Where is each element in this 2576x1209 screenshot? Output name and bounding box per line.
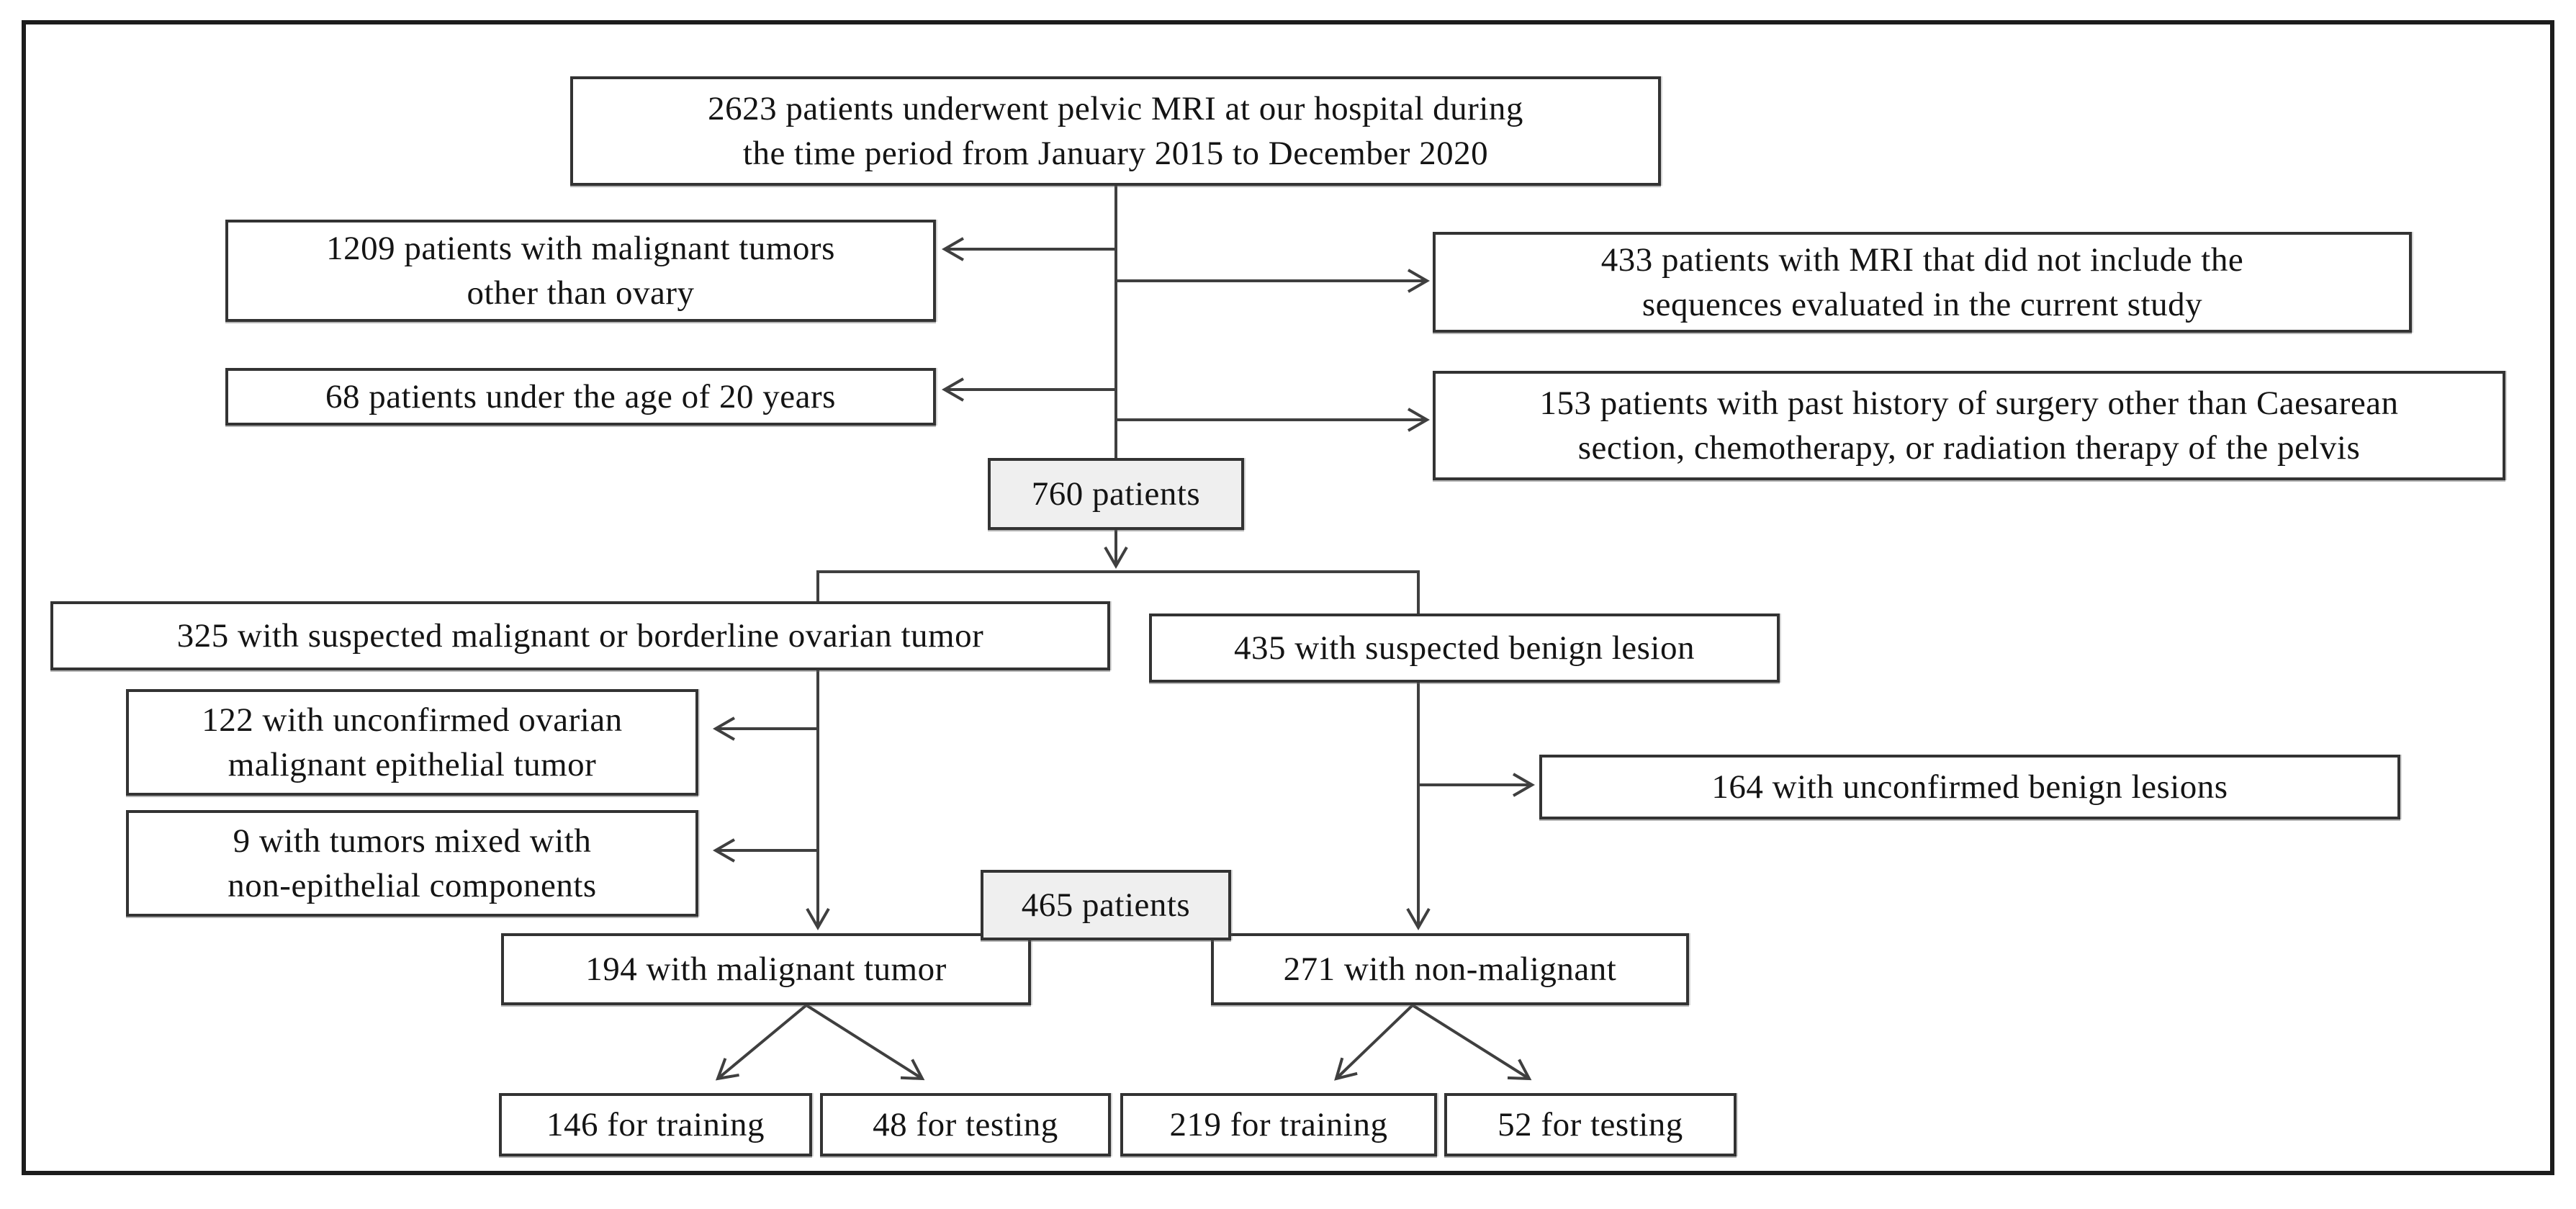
- node-excluded-age: 68 patients under the age of 20 years: [225, 368, 936, 426]
- node-malignant-tumor: 194 with malignant tumor: [501, 933, 1031, 1005]
- node-suspected-malignant: 325 with suspected malignant or borderli…: [50, 601, 1110, 670]
- v-nonmalignant-testing: [1411, 1004, 1532, 1081]
- node-malignant-testing: 48 for testing: [820, 1093, 1111, 1156]
- node-non-malignant: 271 with non-malignant: [1211, 933, 1689, 1005]
- node-465-patients: 465 patients: [981, 870, 1231, 940]
- node-excluded-mixed-nonepithelial: 9 with tumors mixed with non-epithelial …: [126, 810, 698, 917]
- node-excluded-unconfirmed-epithelial: 122 with unconfirmed ovarian malignant e…: [126, 689, 698, 796]
- node-excluded-sequences: 433 patients with MRI that did not inclu…: [1433, 232, 2412, 333]
- node-malignant-training: 146 for training: [499, 1093, 812, 1156]
- node-excluded-other-malignant: 1209 patients with malignant tumors othe…: [225, 220, 936, 322]
- v-nonmalignant-training: [1334, 1004, 1414, 1081]
- node-suspected-benign: 435 with suspected benign lesion: [1149, 614, 1780, 683]
- node-non-malignant-testing: 52 for testing: [1444, 1093, 1737, 1156]
- node-enrollment: 2623 patients underwent pelvic MRI at ou…: [570, 76, 1661, 186]
- node-excluded-history: 153 patients with past history of surger…: [1433, 371, 2505, 480]
- v-malignant-testing: [805, 1004, 925, 1081]
- v-malignant-training: [715, 1004, 808, 1081]
- node-non-malignant-training: 219 for training: [1120, 1093, 1437, 1156]
- node-excluded-unconfirmed-benign: 164 with unconfirmed benign lesions: [1539, 755, 2400, 819]
- node-760-patients: 760 patients: [988, 458, 1244, 530]
